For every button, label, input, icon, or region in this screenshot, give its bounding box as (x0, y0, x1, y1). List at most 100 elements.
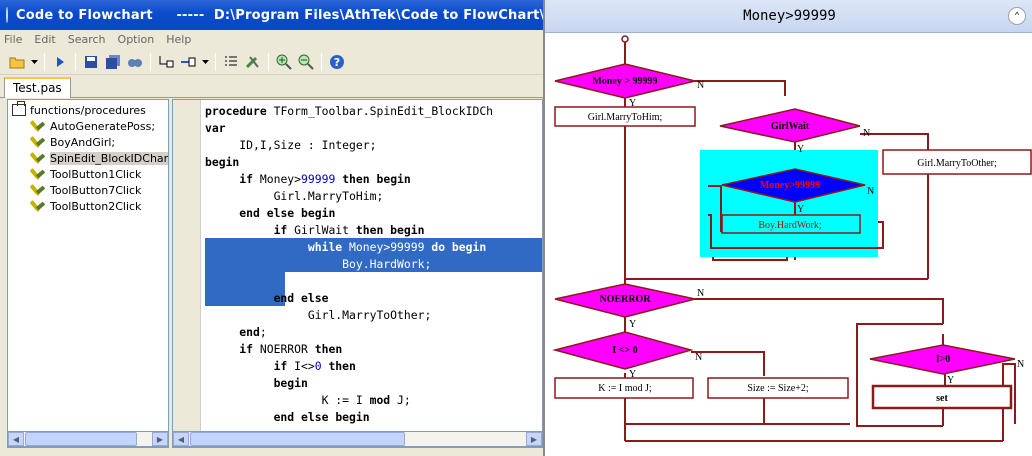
decision-money (554, 63, 696, 99)
code-line: var (205, 121, 226, 135)
procedure-icon (30, 199, 46, 213)
process-hardwork (721, 214, 861, 234)
code-line: if NOERROR then (239, 342, 343, 356)
dropdown-arrow-icon[interactable] (201, 53, 209, 71)
svg-text:?: ? (334, 56, 340, 69)
decision-money-loop (721, 168, 866, 203)
procedure-icon (30, 135, 46, 149)
code-line: Girl.MarryToOther; (205, 308, 432, 322)
menu-file[interactable]: File (4, 32, 23, 46)
decision-i-not-zero (552, 331, 694, 370)
scroll-thumb[interactable] (190, 432, 405, 446)
editor-gutter (173, 100, 201, 447)
menu-edit[interactable]: Edit (34, 32, 56, 46)
process-set (871, 384, 1013, 410)
toolbar-separator (268, 52, 269, 71)
tree-horizontal-scrollbar[interactable]: ◀ ▶ (7, 431, 169, 447)
step-over-icon[interactable] (179, 53, 197, 71)
decision-money-label: Money > 99999 (592, 76, 657, 87)
tree-item[interactable]: BoyAndGirl; (30, 134, 115, 150)
toolbar-separator (215, 52, 216, 71)
procedure-tree: functions/procedures AutoGeneratePoss; B… (7, 99, 169, 448)
help-icon[interactable]: ? (328, 53, 346, 71)
find-icon[interactable] (126, 53, 144, 71)
code-line: procedure TForm_Toolbar.SpinEdit_BlockID… (205, 104, 494, 118)
code-line: K := I mod J; (205, 393, 411, 407)
scroll-thumb[interactable] (25, 432, 137, 446)
scroll-left-icon[interactable]: ◀ (8, 432, 24, 446)
tools-icon[interactable] (244, 53, 262, 71)
process-marrytohim-label: Girl.MarryToHim; (588, 112, 663, 123)
procedure-icon (30, 151, 46, 165)
code-line: Boy.HardWork; (205, 257, 432, 271)
tree-item-label: ToolButton1Click (50, 167, 142, 181)
decision-girlwait-label: GirlWait (771, 121, 810, 132)
process-k-mod (554, 377, 694, 399)
selection-highlight (205, 272, 285, 306)
tree-root-label: functions/procedures (30, 103, 146, 117)
yes-label: Y (947, 375, 954, 386)
no-label: N (695, 352, 702, 363)
tree-item-label: ToolButton2Click (50, 199, 142, 213)
tree-item[interactable]: ToolButton7Click (30, 182, 141, 198)
list-icon[interactable] (222, 53, 240, 71)
scroll-left-icon[interactable]: ◀ (173, 432, 189, 446)
save-all-icon[interactable] (104, 53, 122, 71)
code-line: while Money>99999 do begin (307, 240, 487, 254)
no-label: N (697, 288, 704, 299)
save-icon[interactable] (82, 53, 100, 71)
step-into-icon[interactable] (157, 53, 175, 71)
decision-noerror-label: NOERROR (599, 294, 651, 305)
window-title: Code to Flowchart ----- D:\Program Files… (16, 7, 543, 23)
code-line: end; (239, 325, 267, 339)
process-hardwork-label: Boy.HardWork; (758, 220, 821, 231)
code-horizontal-scrollbar[interactable]: ◀ ▶ (172, 431, 543, 447)
code-line: end; (307, 274, 336, 288)
flowchart-panel: Money>99999 ⌃ (543, 0, 1032, 456)
menu-bar: File Edit Search Option Help (0, 30, 543, 48)
no-label: N (867, 186, 874, 197)
process-k-mod-label: K := I mod J; (598, 383, 652, 394)
open-folder-icon[interactable] (8, 53, 26, 71)
tree-item-label: SpinEdit_BlockIDChang (50, 151, 168, 165)
run-icon[interactable] (51, 53, 69, 71)
tree-root[interactable]: functions/procedures (12, 101, 146, 118)
tree-item[interactable]: ToolButton2Click (30, 198, 141, 214)
toolbar-separator (75, 52, 76, 71)
selection-highlight (205, 238, 542, 272)
tree-item[interactable]: ToolButton1Click (30, 166, 141, 182)
flowchart-canvas: Money > 99999 Girl.MarryToHim; GirlWait … (552, 35, 1032, 442)
toolbar-separator (150, 52, 151, 71)
procedure-icon (30, 119, 46, 133)
yes-label: Y (629, 98, 636, 109)
tab-test-pas[interactable]: Test.pas (4, 77, 71, 98)
code-line: end else begin (239, 206, 336, 220)
code-line: ID,I,Size : Integer; (205, 138, 377, 152)
scroll-right-icon[interactable]: ▶ (152, 432, 168, 446)
decision-i-not-zero-label: I <> 0 (612, 345, 637, 356)
process-size-add-label: Size := Size+2; (747, 383, 808, 394)
menu-help[interactable]: Help (166, 32, 192, 46)
procedure-icon (30, 167, 46, 181)
code-line: if I<>0 then (273, 359, 356, 373)
code-line: if Money>99999 then begin (239, 172, 411, 186)
menu-search[interactable]: Search (67, 32, 106, 46)
yes-label: Y (629, 319, 636, 330)
tree-item-label: ToolButton7Click (50, 183, 142, 197)
zoom-out-icon[interactable] (297, 53, 315, 71)
code-editor[interactable]: procedure TForm_Toolbar.SpinEdit_BlockID… (172, 99, 543, 448)
decision-noerror (554, 283, 696, 318)
tree-item[interactable]: AutoGeneratePoss; (30, 118, 155, 134)
toolbar: ? (0, 49, 543, 75)
collapse-icon[interactable]: ⌃ (1008, 7, 1026, 25)
process-marrytohim (554, 106, 696, 127)
decision-i-gt-zero (869, 344, 1016, 375)
code-line: if GirlWait then begin (273, 223, 425, 237)
dropdown-arrow-icon[interactable] (30, 53, 38, 71)
yes-label: Y (629, 369, 636, 380)
scroll-right-icon[interactable]: ▶ (526, 432, 542, 446)
menu-option[interactable]: Option (117, 32, 155, 46)
zoom-in-icon[interactable] (275, 53, 293, 71)
tree-item-selected[interactable]: SpinEdit_BlockIDChang (30, 150, 168, 166)
no-label: N (863, 128, 870, 139)
